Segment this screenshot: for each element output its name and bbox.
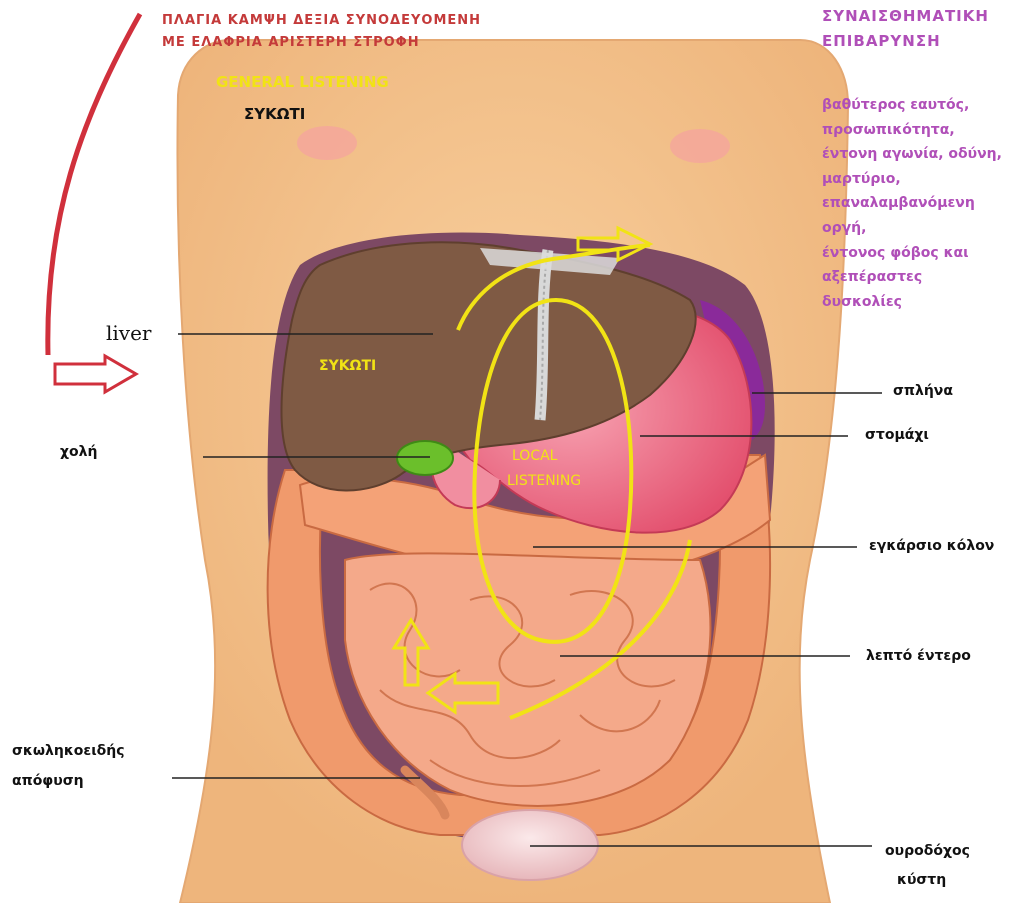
label-transverse-colon: εγκάρσιο κόλον <box>869 538 994 554</box>
local-listening-line2: LISTENING <box>507 473 581 489</box>
gallbladder <box>397 441 453 475</box>
emotional-line: μαρτύριο, <box>822 167 1027 192</box>
general-organ-label: ΣΥΚΩΤΙ <box>244 105 305 123</box>
emotional-line: επαναλαμβανόμενη <box>822 191 1027 216</box>
emotional-title-line1: ΣΥΝΑΙΣΘΗΜΑΤΙΚΗ <box>822 5 989 27</box>
label-stomach: στομάχι <box>865 427 929 443</box>
emotional-line: οργή, <box>822 216 1027 241</box>
emotional-line: δυσκολίες <box>822 290 1027 315</box>
bladder <box>462 810 598 880</box>
label-spleen: σπλήνα <box>893 383 953 399</box>
label-bladder-line1: ουροδόχος <box>885 843 970 859</box>
top-note-line1: ΠΛΑΓΙΑ ΚΑΜΨΗ ΔΕΞΙΑ ΣΥΝΟΔΕΥΟΜΕΝΗ <box>162 11 481 31</box>
label-gallbladder: χολή <box>60 444 97 460</box>
nipple-left <box>297 126 357 160</box>
red-curve-arrow <box>48 14 140 355</box>
label-bladder-line2: κύστη <box>897 872 946 888</box>
label-appendix-line2: απόφυση <box>12 773 84 789</box>
emotional-line: έντονη αγωνία, οδύνη, <box>822 142 1027 167</box>
emotional-line: προσωπικότητα, <box>822 118 1027 143</box>
emotional-line: βαθύτερος εαυτός, <box>822 93 1027 118</box>
emotional-line: αξεπέραστες <box>822 265 1027 290</box>
emotional-title-line2: ΕΠΙΒΑΡΥΝΣΗ <box>822 30 941 52</box>
red-hollow-arrow <box>55 356 136 392</box>
local-listening-line1: LOCAL <box>512 448 557 464</box>
general-listening-label: GENERAL LISTENING <box>216 73 389 91</box>
top-note-line2: ΜΕ ΕΛΑΦΡΙΑ ΑΡΙΣΤΕΡΗ ΣΤΡΟΦΗ <box>162 33 420 53</box>
emotional-line: έντονος φόβος και <box>822 241 1027 266</box>
label-small-intestine: λεπτό έντερο <box>866 648 971 664</box>
nipple-right <box>670 129 730 163</box>
label-appendix-line1: σκωληκοειδής <box>12 743 125 759</box>
emotional-list: βαθύτερος εαυτός, προσωπικότητα, έντονη … <box>822 93 1027 314</box>
liver-inner-label: ΣΥΚΩΤΙ <box>319 358 376 374</box>
label-liver: liver <box>106 321 152 345</box>
